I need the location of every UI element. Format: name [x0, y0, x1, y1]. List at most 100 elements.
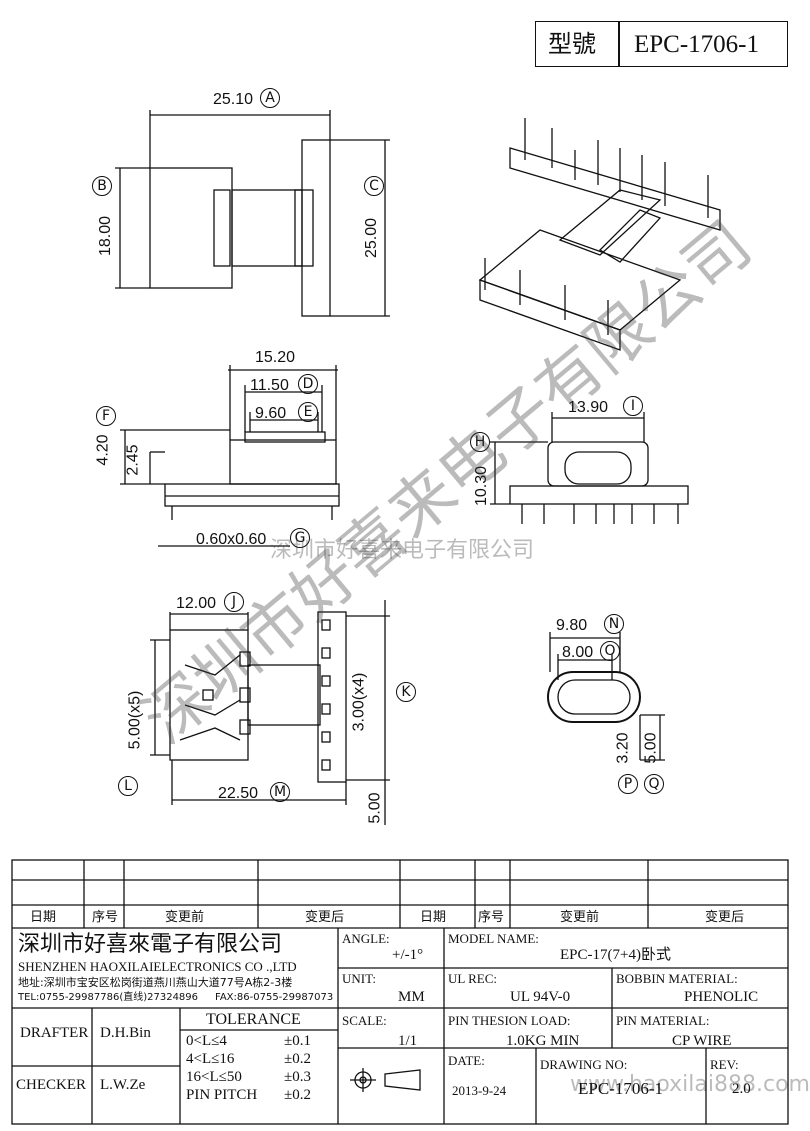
dim-h-tag: H [470, 432, 490, 452]
dim-o-tag: O [600, 641, 620, 661]
rev-value: 2.0 [732, 1081, 751, 1097]
unit-label: UNIT: [342, 971, 377, 986]
angle-label: ANGLE: [342, 931, 390, 946]
bobbin-material-label: BOBBIN MATERIAL: [616, 971, 738, 986]
dim-b-value: 18.00 [97, 215, 115, 257]
isometric-view [478, 118, 721, 351]
dim-e-value: 9.60 [255, 405, 287, 422]
tolerance-value-3: ±0.3 [284, 1069, 311, 1085]
dim-n-value: 9.80 [556, 617, 588, 634]
dim-b-tag: B [92, 176, 112, 196]
model-number: EPC-1706-1 [634, 31, 759, 58]
dim-d-tag: D [298, 374, 318, 394]
technical-drawing [115, 110, 721, 1092]
core-body [231, 189, 303, 267]
drafter-value: D.H.Bin [100, 1025, 151, 1041]
dim-k-tag: K [396, 682, 416, 702]
dim-g-h-value: 2.45 [124, 444, 142, 476]
flange-left [149, 167, 233, 289]
rev-header-after-2: 变更后 [705, 909, 745, 924]
dim-top-value: 15.20 [255, 349, 296, 366]
dim-m-value: 22.50 [218, 785, 259, 802]
dim-i-value: 13.90 [568, 399, 609, 416]
scale-value: 1/1 [398, 1033, 418, 1049]
base-plate [164, 483, 340, 507]
checker-value: L.W.Ze [100, 1077, 146, 1093]
dim-i-tag: I [623, 396, 643, 416]
dim-k-value: 3.00(x4) [350, 672, 368, 732]
tolerance-value-1: ±0.1 [284, 1033, 311, 1049]
company-fax: FAX:86-0755-29987073 [215, 992, 334, 1003]
dim-j-value: 12.00 [176, 595, 217, 612]
ul-rec-label: UL REC: [448, 971, 497, 986]
dim-n-tag: N [604, 614, 624, 634]
pin-material-value: CP WIRE [672, 1033, 732, 1049]
dim-q-value: 5.00 [642, 732, 660, 764]
dim-m-tag: M [270, 782, 290, 802]
watermark-url: www.haoxilai888.com [570, 1072, 810, 1097]
rev-header-before: 变更前 [165, 909, 205, 924]
dim-p-tag: P [618, 774, 638, 794]
dim-m2-value: 5.00 [366, 792, 384, 824]
tolerance-value-2: ±0.2 [284, 1051, 311, 1067]
rev-header-seq: 序号 [92, 909, 119, 924]
date-value: 2013-9-24 [452, 1083, 507, 1098]
watermark-center: 深圳市好喜来电子有限公司 [270, 538, 535, 563]
tolerance-value-4: ±0.2 [284, 1087, 311, 1103]
model-name-value: EPC-17(7+4)卧式 [560, 947, 671, 963]
dim-c-value: 25.00 [363, 217, 381, 259]
tolerance-range-2: 4<L≤16 [186, 1051, 235, 1067]
pin-row [317, 611, 347, 783]
rev-header-after: 变更后 [305, 909, 345, 924]
dim-j-tag: J [224, 592, 244, 612]
unit-value: MM [398, 989, 425, 1005]
dim-l-tag: L [118, 776, 138, 796]
company-name-cn: 深圳市好喜來電子有限公司 [18, 932, 283, 957]
pins-side [521, 504, 679, 524]
dim-a-value: 25.10 [213, 91, 254, 108]
tolerance-title: TOLERANCE [206, 1011, 301, 1028]
checker-label: CHECKER [16, 1077, 87, 1093]
dim-c-tag: C [364, 176, 384, 196]
pin-material-label: PIN MATERIAL: [616, 1013, 710, 1028]
rev-header-seq-2: 序号 [478, 909, 505, 924]
pins-bottom [321, 619, 331, 771]
tolerance-range-3: 16<L≤50 [186, 1069, 242, 1085]
model-name-label: MODEL NAME: [448, 931, 539, 946]
flange-right [301, 139, 331, 317]
angle-value: +/-1° [392, 947, 424, 963]
dim-f-value: 4.20 [94, 434, 112, 466]
drafter-label: DRAFTER [20, 1025, 89, 1041]
tolerance-range-4: PIN PITCH [186, 1087, 258, 1103]
dim-p-value: 3.20 [614, 732, 632, 764]
company-name-en: SHENZHEN HAOXILAIELECTRONICS CO .,LTD [18, 959, 297, 974]
dim-e-tag: E [298, 402, 318, 422]
dim-d-value: 11.50 [250, 377, 289, 394]
dim-g-value: 0.60x0.60 [196, 531, 267, 548]
drawing-no-value: EPC-1706-1 [578, 1079, 663, 1098]
rev-header-date-2: 日期 [420, 909, 447, 924]
date-label: DATE: [448, 1053, 485, 1068]
company-address: 地址:深圳市宝安区松岗街道燕川燕山大道77号A栋2-3楼 [18, 976, 293, 989]
rev-label: REV: [710, 1057, 739, 1072]
ul-rec-value: UL 94V-0 [510, 989, 571, 1005]
dim-f-tag: F [96, 406, 116, 426]
dim-a-tag: A [260, 88, 280, 108]
base-plate-side [509, 485, 689, 505]
tolerance-range-1: 0<L≤4 [186, 1033, 227, 1049]
dim-g-tag: G [290, 528, 310, 548]
dim-q-tag: Q [644, 774, 664, 794]
title-block: 型號 EPC-1706-1 [535, 21, 788, 67]
scale-label: SCALE: [342, 1013, 387, 1028]
company-tel: TEL:0755-29987786(直线)27324896 [18, 992, 199, 1003]
rev-header-before-2: 变更前 [560, 909, 600, 924]
bobbin-material-value: PHENOLIC [684, 989, 759, 1005]
model-label: 型號 [548, 30, 596, 58]
rev-header-date: 日期 [30, 909, 57, 924]
title-block-table [11, 859, 789, 1125]
pin-load-label: PIN THESION LOAD: [448, 1013, 571, 1028]
dim-o-value: 8.00 [562, 644, 594, 661]
drawing-no-label: DRAWING NO: [540, 1057, 628, 1072]
pin-load-value: 1.0KG MIN [506, 1033, 580, 1049]
